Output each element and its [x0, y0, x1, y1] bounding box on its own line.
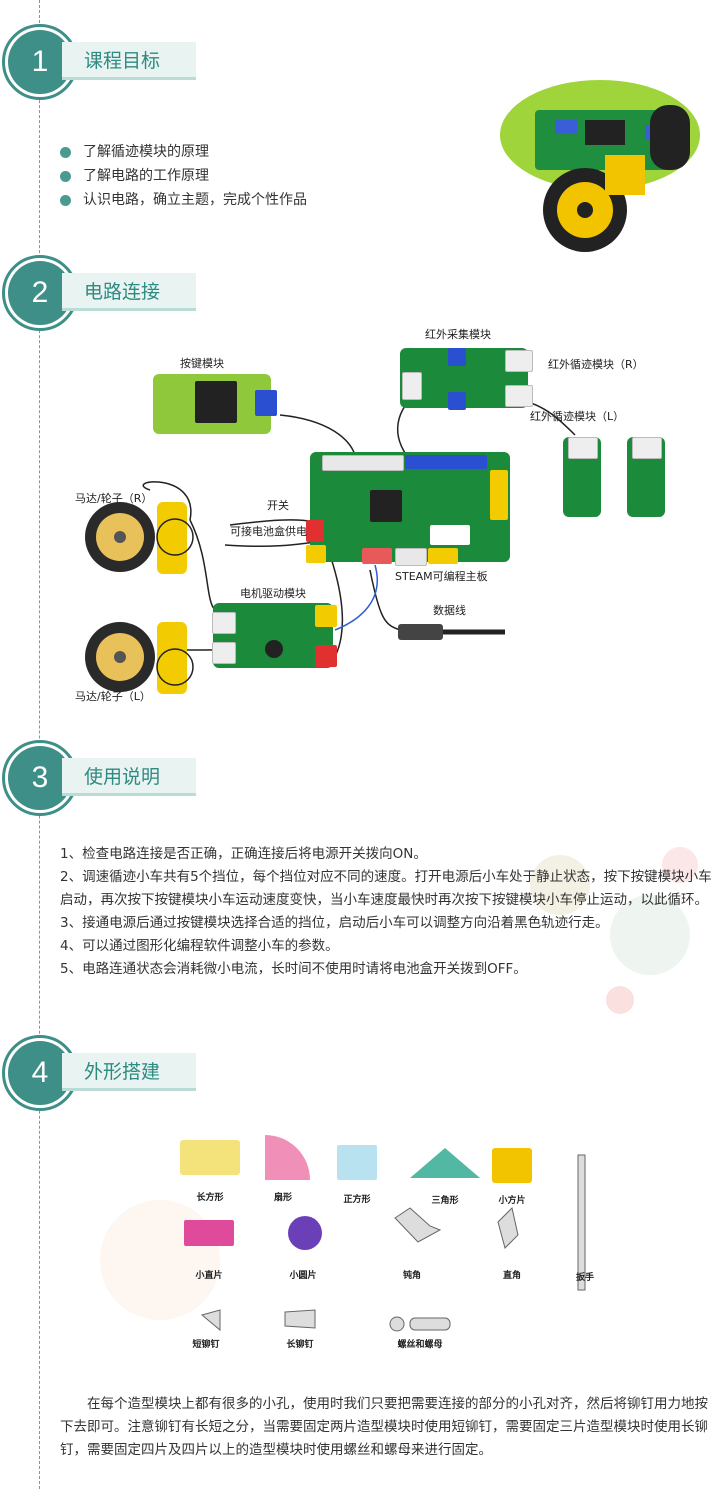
shape-pieces — [100, 1135, 586, 1332]
motor-wheel-left — [85, 622, 194, 694]
section-number: 1 — [8, 30, 72, 94]
label-mainboard: STEAM可编程主板 — [395, 570, 488, 583]
label-data-cable: 数据线 — [433, 604, 466, 617]
push-button-icon — [195, 381, 237, 423]
potentiometer — [448, 392, 466, 410]
connector — [428, 548, 458, 564]
capacitor — [265, 640, 283, 658]
section-1-header: 1 课程目标 — [0, 24, 200, 100]
shape-label-sector: 扇形 — [273, 1193, 293, 1203]
label-ir-module: 红外采集模块 — [425, 328, 491, 341]
section-title: 课程目标 — [62, 42, 196, 80]
section-number: 2 — [8, 261, 72, 325]
mcu-chip — [370, 490, 402, 522]
connector — [490, 470, 508, 520]
bullet-dot-icon — [60, 146, 71, 158]
section-3-header: 3 使用说明 — [0, 740, 200, 816]
label-motor-left: 马达/轮子（L） — [75, 690, 151, 703]
connector — [568, 437, 598, 459]
bullet-dot-icon — [60, 194, 71, 206]
shape-label-obtuse: 钝角 — [402, 1271, 422, 1281]
shape-label-rect: 长方形 — [196, 1193, 224, 1203]
shape-label-screw-nut: 螺丝和螺母 — [397, 1340, 443, 1350]
connector — [362, 548, 392, 564]
connector — [212, 612, 236, 634]
section-4-header: 4 外形搭建 — [0, 1035, 200, 1111]
potentiometer — [448, 348, 466, 366]
power-switch — [306, 520, 324, 542]
bullet-dot-icon — [60, 170, 71, 182]
section-title: 电路连接 — [62, 273, 196, 311]
shape-label-short-rivet: 短铆钉 — [192, 1340, 220, 1350]
connector — [315, 645, 337, 667]
smart-car-image — [500, 80, 700, 252]
shape-label-small-square: 小方片 — [498, 1196, 526, 1206]
label-area — [430, 525, 470, 545]
decorative-gears-image — [530, 847, 698, 1014]
shape-label-right-angle: 直角 — [502, 1271, 522, 1281]
section-title: 使用说明 — [62, 758, 196, 796]
shape-label-small-strip: 小直片 — [195, 1271, 223, 1281]
section-2-header: 2 电路连接 — [0, 255, 200, 331]
instruction-item: 1、检查电路连接是否正确，正确连接后将电源开关拨向ON。 — [60, 846, 427, 862]
connector — [405, 455, 487, 469]
connector — [212, 642, 236, 664]
motor-wheel-right — [85, 502, 194, 574]
connector — [322, 455, 404, 471]
connector — [505, 350, 533, 372]
label-switch: 开关 — [267, 499, 289, 512]
shape-label-square: 正方形 — [343, 1195, 371, 1205]
label-key-module: 按键模块 — [180, 357, 224, 370]
assembly-paragraph: 在每个造型模块上都有很多的小孔，使用时我们只要把需要连接的部分的小孔对齐，然后将… — [60, 1396, 708, 1458]
shape-label-long-rivet: 长铆钉 — [286, 1340, 314, 1350]
label-battery: 可接电池盒供电 — [230, 525, 307, 538]
section-number: 4 — [8, 1041, 72, 1105]
instruction-item: 4、可以通过图形化编程软件调整小车的参数。 — [60, 938, 339, 954]
connector — [505, 385, 533, 407]
label-ir-left: 红外循迹模块（L） — [530, 410, 625, 423]
instruction-item: 2、调速循迹小车共有5个挡位，每个挡位对应不同的速度。打开电源后小车处于静止状态… — [60, 869, 712, 908]
instruction-item: 5、电路连通状态会消耗微小电流，长时间不使用时请将电池盒开关拨到OFF。 — [60, 961, 527, 977]
shape-label-wrench: 扳手 — [575, 1273, 595, 1283]
label-motor-driver: 电机驱动模块 — [240, 587, 306, 600]
instruction-list: 1、检查电路连接是否正确，正确连接后将电源开关拨向ON。 2、调速循迹小车共有5… — [60, 843, 712, 981]
shape-label-small-disc: 小圆片 — [289, 1271, 317, 1281]
label-ir-right: 红外循迹模块（R） — [548, 358, 644, 371]
goal-item: 了解电路的工作原理 — [60, 164, 307, 188]
connector — [632, 437, 662, 459]
goal-list: 了解循迹模块的原理 了解电路的工作原理 认识电路，确立主题，完成个性作品 — [60, 140, 307, 212]
connector — [395, 548, 427, 566]
connector — [255, 390, 277, 416]
goal-item: 了解循迹模块的原理 — [60, 140, 307, 164]
connector — [306, 545, 326, 563]
connector — [315, 605, 337, 627]
instruction-item: 3、接通电源后通过按键模块选择合适的挡位，启动后小车可以调整方向沿着黑色轨迹行走… — [60, 915, 609, 931]
label-motor-right: 马达/轮子（R） — [75, 492, 153, 505]
goal-item: 认识电路，确立主题，完成个性作品 — [60, 188, 307, 212]
section-number: 3 — [8, 746, 72, 810]
shape-label-triangle: 三角形 — [431, 1196, 459, 1206]
section-title: 外形搭建 — [62, 1053, 196, 1091]
connector — [402, 372, 422, 400]
